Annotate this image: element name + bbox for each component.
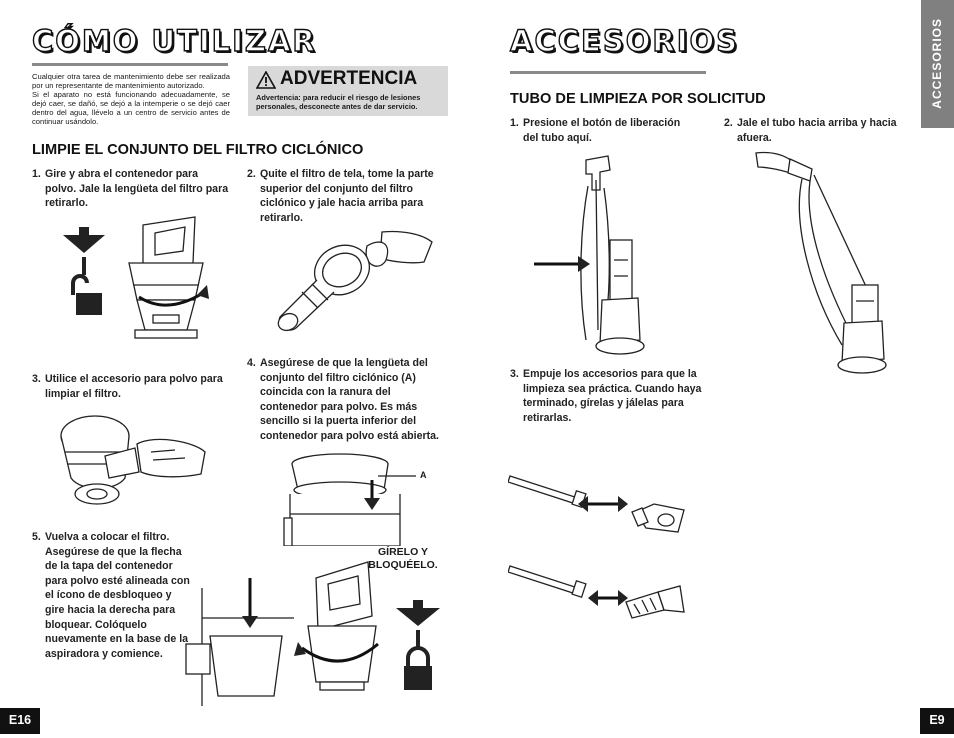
crevice-tool-illustration <box>508 475 685 533</box>
step-3-illustration <box>60 415 206 505</box>
step-text: Utilice el accesorio para polvo para lim… <box>45 373 223 400</box>
warning-heading: ADVERTENCIA <box>280 68 418 89</box>
page-title-left: CÓMO UTILIZAR <box>31 23 317 58</box>
tube-step-3: 3. Empuje los accesorios para que la lim… <box>510 367 710 425</box>
step-1: 1. Gire y abra el contenedor para polvo.… <box>32 167 232 211</box>
step-5: 5. Vuelva a colocar el filtro. Asegúrese… <box>32 530 190 661</box>
page-title-right: ACCESORIOS <box>509 23 740 58</box>
side-tab: ACCESORIOS <box>921 0 954 128</box>
vacuum-tube-pull-illustration <box>755 151 887 374</box>
step-4: 4. Asegúrese de que la lengüeta del conj… <box>247 356 447 444</box>
tube-step-1: 1. Presione el botón de liberación del t… <box>510 116 690 145</box>
step-text: Gire y abra el contenedor para polvo. Ja… <box>45 168 229 210</box>
step-number: 4. <box>247 357 256 369</box>
step-2-illustration <box>277 230 433 332</box>
vacuum-release-illustration <box>534 155 645 355</box>
step-5-illustration <box>185 561 440 706</box>
step-text: Empuje los accesorios para que la limpie… <box>523 368 702 424</box>
step-number: 3. <box>510 368 519 380</box>
section-heading-filter: LIMPIE EL CONJUNTO DEL FILTRO CICLÓNICO <box>32 142 364 158</box>
warning-text: Advertencia: para reducir el riesgo de l… <box>256 93 421 111</box>
step-text: Vuelva a colocar el filtro. Asegúrese de… <box>45 531 190 660</box>
step-number: 3. <box>32 373 41 385</box>
maintenance-intro: Cualquier otra tarea de mantenimiento de… <box>32 72 230 126</box>
step-3: 3. Utilice el accesorio para polvo para … <box>32 372 232 401</box>
step-1-illustration <box>63 216 209 339</box>
title-rule-left <box>32 63 228 66</box>
step-text: Quite el filtro de tela, tome la parte s… <box>260 168 434 224</box>
dusting-brush-illustration <box>508 565 685 619</box>
side-tab-label: ACCESORIOS <box>930 18 944 109</box>
step-text: Presione el botón de liberación del tubo… <box>523 117 681 144</box>
step-number: 2. <box>724 117 733 129</box>
warning-icon <box>256 71 276 89</box>
step-text: Asegúrese de que la lengüeta del conjunt… <box>260 357 439 442</box>
twist-lock-label: GÍRELO Y BLOQUÉELO. <box>368 546 438 571</box>
step-number: 1. <box>510 117 519 129</box>
step-4-illustration <box>283 453 416 546</box>
section-heading-tube: TUBO DE LIMPIEZA POR SOLICITUD <box>510 91 766 107</box>
tube-step-2: 2. Jale el tubo hacia arriba y hacia afu… <box>724 116 924 145</box>
step-number: 5. <box>32 531 41 543</box>
page-number-right: E9 <box>920 708 954 734</box>
step-number: 2. <box>247 168 256 180</box>
step-text: Jale el tubo hacia arriba y hacia afuera… <box>737 117 897 144</box>
page-number-left: E16 <box>0 708 40 734</box>
step-number: 1. <box>32 168 41 180</box>
warning-box: ADVERTENCIA Advertencia: para reducir el… <box>248 66 448 116</box>
label-a: A <box>420 470 427 480</box>
title-rule-right <box>510 71 706 74</box>
step-2: 2. Quite el filtro de tela, tome la part… <box>247 167 447 225</box>
